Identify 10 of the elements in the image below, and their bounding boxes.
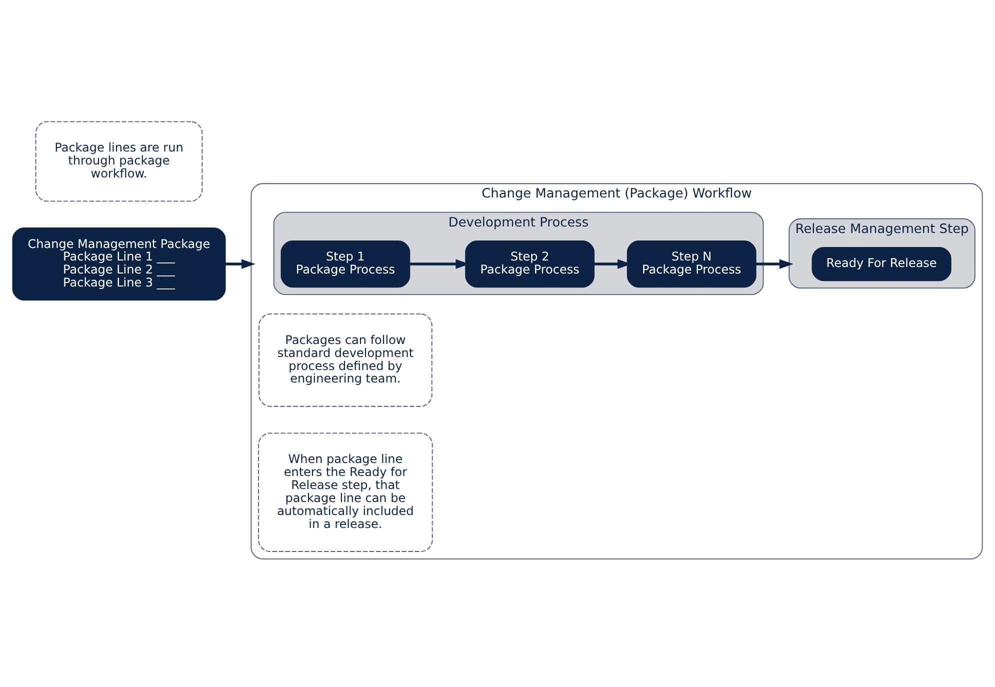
arrow xyxy=(225,258,256,268)
node-box: Packages can follow standard development process defined by engineering team. xyxy=(258,313,432,406)
node-box: Step 2 Package Process xyxy=(465,240,595,288)
node-box: When package line enters the Ready for Release step, that package line can be automatically included in a release. xyxy=(258,432,433,552)
node-box: Package lines are run through package workflow. xyxy=(35,120,203,202)
node-box: Step N Package Process xyxy=(626,240,756,288)
node-box: Ready For Release xyxy=(812,246,952,281)
arrow xyxy=(756,258,794,268)
node-box: Change Management Package Package Line 1 ___ Package Line 2 ___ Package Line 3 ___ xyxy=(12,227,226,300)
node-box: Step 1 Package Process xyxy=(280,240,410,288)
